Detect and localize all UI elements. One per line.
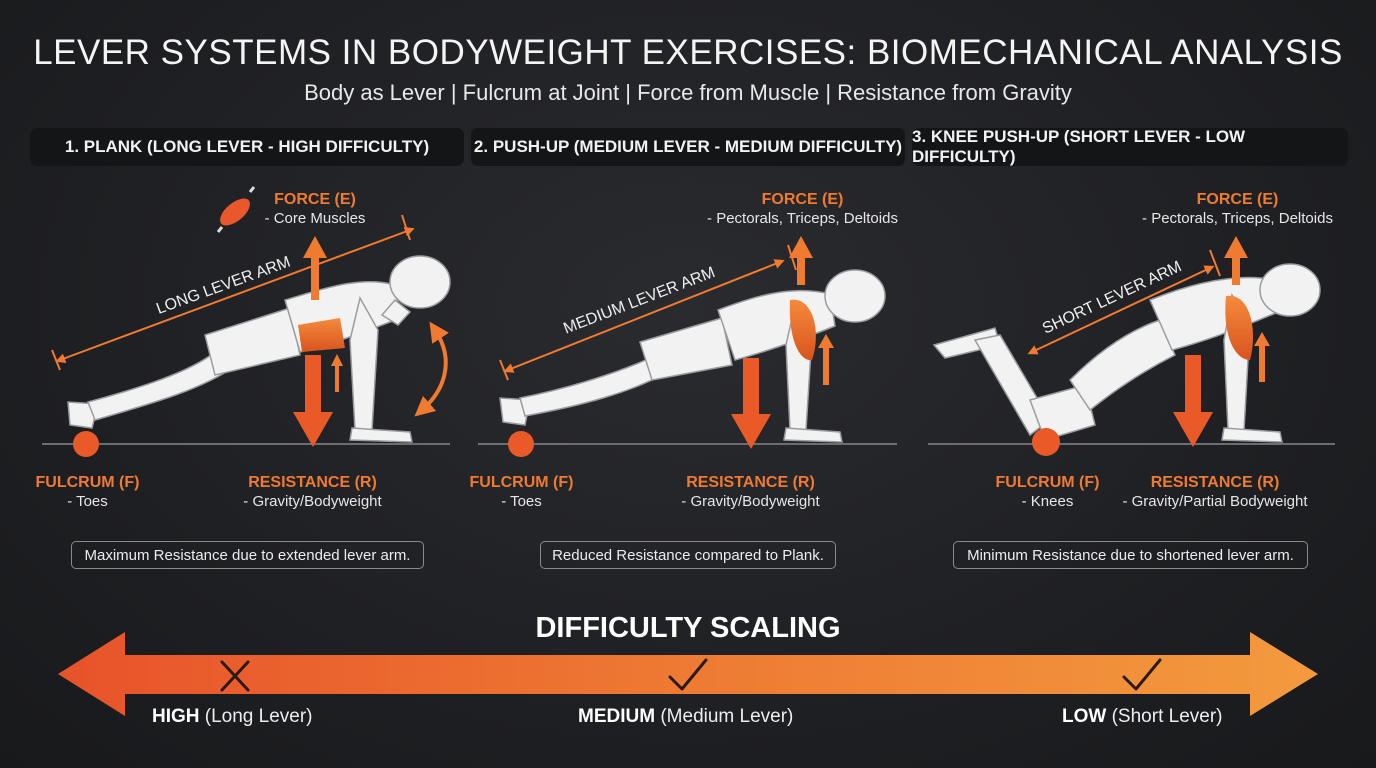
fulcrum-title: FULCRUM (F) xyxy=(995,474,1100,491)
scale-title: DIFFICULTY SCALING xyxy=(535,612,841,644)
lever-arm-arrow xyxy=(55,227,415,363)
pushup-diagram xyxy=(478,236,897,457)
resistance-label-pushup: RESISTANCE (R) - Gravity/Bodyweight xyxy=(668,473,833,511)
fulcrum-label-pushup: FULCRUM (F) - Toes xyxy=(464,473,579,511)
difficulty-scale-arrow xyxy=(58,632,1318,716)
fulcrum-label-plank: FULCRUM (F) - Toes xyxy=(30,473,145,511)
resistance-arrow xyxy=(731,414,771,449)
force-arrow xyxy=(303,236,327,300)
rotation-arrow xyxy=(414,321,449,417)
panel-heading-plank: 1. PLANK (LONG LEVER - HIGH DIFFICULTY) xyxy=(30,128,464,166)
force-title: FORCE (E) xyxy=(1196,191,1279,208)
resistance-arrow xyxy=(293,412,333,447)
fulcrum-title: FULCRUM (F) xyxy=(469,474,574,491)
panel-heading-pushup: 2. PUSH-UP (MEDIUM LEVER - MEDIUM DIFFIC… xyxy=(471,128,905,166)
force-label-knee-pushup: FORCE (E) - Pectorals, Triceps, Deltoids xyxy=(1125,190,1350,228)
scale-desc: (Long Lever) xyxy=(204,706,313,727)
resistance-label-knee-pushup: RESISTANCE (R) - Gravity/Partial Bodywei… xyxy=(1110,473,1320,511)
resistance-label-plank: RESISTANCE (R) - Gravity/Bodyweight xyxy=(230,473,395,511)
fulcrum-dot xyxy=(508,431,534,457)
check-icon xyxy=(668,658,708,691)
resistance-detail: - Gravity/Bodyweight xyxy=(681,493,820,510)
scale-label-low: LOW (Short Lever) xyxy=(1062,706,1222,728)
fulcrum-label-knee-pushup: FULCRUM (F) - Knees xyxy=(990,473,1105,511)
force-label-plank: FORCE (E) - Core Muscles xyxy=(250,190,380,228)
force-detail: - Pectorals, Triceps, Deltoids xyxy=(1142,210,1333,227)
plank-figure xyxy=(67,255,451,443)
plank-diagram xyxy=(42,186,451,457)
chest-muscle-highlight xyxy=(1225,295,1253,360)
lever-arm-arrow xyxy=(503,259,785,373)
scale-level: MEDIUM xyxy=(578,706,656,727)
fulcrum-dot xyxy=(73,431,99,457)
lever-label-plank: LONG LEVER ARM xyxy=(154,254,293,318)
x-icon xyxy=(220,660,250,692)
scale-level: LOW xyxy=(1062,706,1107,727)
resistance-title: RESISTANCE (R) xyxy=(1150,474,1280,491)
force-arrow xyxy=(1224,236,1248,285)
scale-label-high: HIGH (Long Lever) xyxy=(152,706,313,728)
force-detail: - Pectorals, Triceps, Deltoids xyxy=(707,210,898,227)
panel-heading-knee-pushup: 3. KNEE PUSH-UP (SHORT LEVER - LOW DIFFI… xyxy=(912,127,1348,166)
page-title: LEVER SYSTEMS IN BODYWEIGHT EXERCISES: B… xyxy=(33,33,1343,72)
force-detail: - Core Muscles xyxy=(264,210,366,227)
note-plank: Maximum Resistance due to extended lever… xyxy=(71,541,424,569)
resistance-title: RESISTANCE (R) xyxy=(686,474,815,491)
resistance-detail: - Gravity/Bodyweight xyxy=(243,493,382,510)
resistance-title: RESISTANCE (R) xyxy=(248,474,377,491)
force-arrow xyxy=(789,236,813,285)
fulcrum-detail: - Toes xyxy=(501,493,542,510)
lever-arm-arrow xyxy=(1027,265,1215,355)
force-label-pushup: FORCE (E) - Pectorals, Triceps, Deltoids xyxy=(690,190,915,228)
fulcrum-dot xyxy=(1032,428,1060,456)
page-subtitle: Body as Lever | Fulcrum at Joint | Force… xyxy=(304,80,1072,105)
scale-desc: (Medium Lever) xyxy=(660,706,794,727)
fulcrum-detail: - Toes xyxy=(67,493,108,510)
knee-pushup-diagram xyxy=(928,236,1335,456)
chest-muscle-highlight xyxy=(789,299,816,361)
force-title: FORCE (E) xyxy=(761,191,844,208)
fulcrum-detail: - Knees xyxy=(1021,493,1074,510)
resistance-detail: - Gravity/Partial Bodyweight xyxy=(1122,493,1308,510)
note-pushup: Reduced Resistance compared to Plank. xyxy=(540,541,836,569)
force-title: FORCE (E) xyxy=(274,191,356,208)
resistance-arrow xyxy=(1173,412,1213,447)
check-icon xyxy=(1122,658,1162,691)
fulcrum-title: FULCRUM (F) xyxy=(35,474,140,491)
muscle-icon xyxy=(216,186,256,233)
scale-level: HIGH xyxy=(152,706,200,727)
note-knee-pushup: Minimum Resistance due to shortened leve… xyxy=(953,541,1308,569)
scale-desc: (Short Lever) xyxy=(1111,706,1223,727)
scale-label-medium: MEDIUM (Medium Lever) xyxy=(578,706,793,728)
